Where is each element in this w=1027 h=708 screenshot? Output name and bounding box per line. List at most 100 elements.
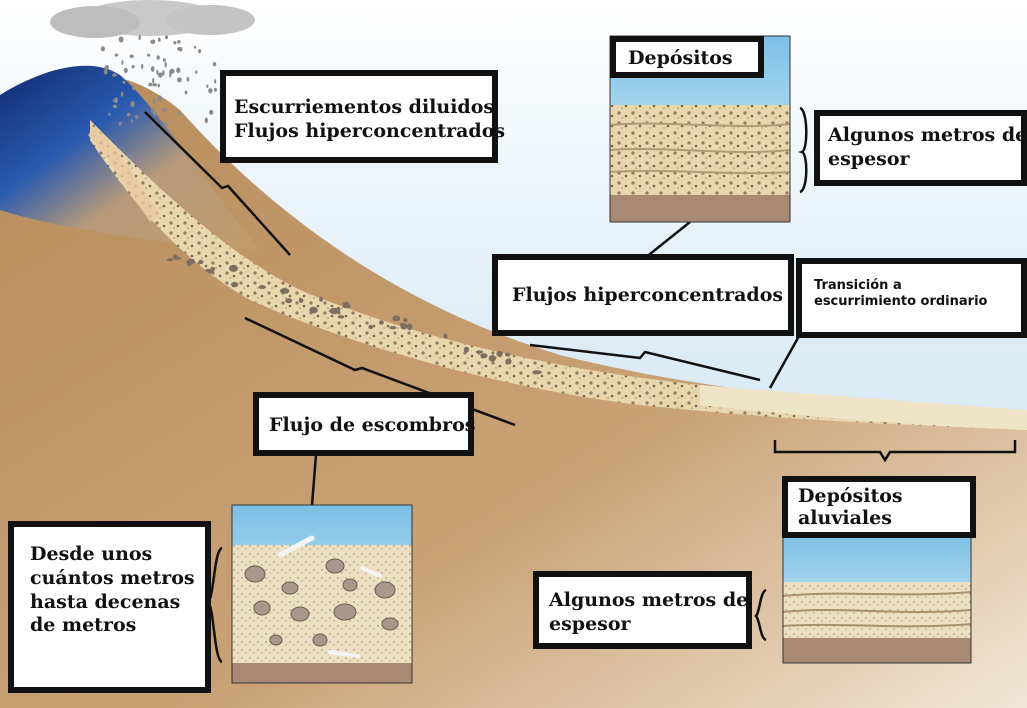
- rain-drop: [164, 62, 166, 67]
- rain-drop: [198, 49, 201, 53]
- rain-drop: [169, 72, 171, 78]
- rain-drop: [158, 38, 161, 42]
- label-debris-thickness-line4: de metros: [30, 614, 205, 638]
- flow-pebble: [342, 304, 351, 308]
- label-thickness-bottom: Algunos metros de espesor: [533, 571, 752, 649]
- rain-drop: [152, 78, 154, 84]
- flow-pebble: [379, 320, 384, 325]
- label-debris-thickness: Desde unos cuántos metros hasta decenas …: [8, 521, 211, 693]
- label-thickness-bottom-line2: espesor: [549, 613, 746, 637]
- flow-pebble: [400, 323, 407, 329]
- rain-drop: [147, 54, 150, 57]
- label-debris-thickness-line2: cuántos metros: [30, 567, 205, 591]
- rain-drop: [158, 84, 160, 88]
- deposit-box-debris: [232, 505, 412, 683]
- flow-pebble: [231, 282, 238, 287]
- rain-drop: [141, 64, 143, 70]
- rain-drop: [132, 65, 135, 68]
- label-transition-line1: Transición a: [814, 278, 1021, 294]
- flow-pebble: [392, 316, 400, 322]
- rain-drop: [101, 46, 105, 51]
- rain-drop: [152, 83, 157, 86]
- rain-drop: [163, 121, 167, 126]
- rain-drop: [213, 62, 216, 66]
- rain-drop: [135, 115, 139, 119]
- flow-pebble: [476, 350, 483, 353]
- flow-pebble: [259, 285, 266, 289]
- label-diluted-flows: Escurriementos diluidos Flujos hiperconc…: [220, 70, 498, 163]
- label-hyper-flows: Flujos hiperconcentrados: [492, 254, 794, 336]
- flow-pebble: [299, 298, 304, 303]
- rain-drop: [158, 72, 163, 77]
- rain-drop: [121, 92, 124, 97]
- rain-drop: [153, 99, 156, 105]
- rain-drop: [162, 108, 167, 111]
- rain-drop: [208, 88, 212, 93]
- flow-pebble: [188, 259, 195, 264]
- label-thickness-bottom-line1: Algunos metros de: [549, 589, 746, 613]
- flow-pebble: [229, 265, 238, 272]
- label-deposits-top-text: Depósitos: [628, 47, 758, 71]
- rain-drop: [127, 113, 130, 117]
- rain-drop: [121, 60, 123, 65]
- rain-drop: [131, 119, 133, 123]
- flow-pebble: [489, 355, 496, 362]
- flow-pebble: [338, 315, 345, 318]
- label-diluted-line2: Flujos hiperconcentrados: [234, 120, 492, 144]
- flow-pebble: [173, 254, 178, 258]
- label-alluvial-line1: Depósitos: [798, 486, 970, 508]
- rain-drop: [123, 81, 126, 84]
- rain-drop: [151, 66, 155, 72]
- flow-pebble: [319, 297, 323, 302]
- rain-drop: [195, 70, 197, 74]
- rain-drop: [185, 91, 188, 95]
- flow-pebble: [532, 370, 542, 374]
- rain-drop: [209, 110, 213, 115]
- rain-drop: [105, 65, 108, 71]
- flow-pebble: [407, 323, 413, 330]
- rain-drop: [165, 35, 168, 39]
- flow-pebble: [205, 269, 214, 272]
- rain-drop: [176, 68, 180, 73]
- label-debris-thickness-line3: hasta decenas: [30, 591, 205, 615]
- flow-pebble: [443, 334, 447, 339]
- flow-pebble: [505, 358, 511, 364]
- flow-pebble: [505, 353, 510, 357]
- flow-pebble: [167, 258, 174, 261]
- flow-pebble: [389, 326, 396, 329]
- label-alluvial-line2: aluviales: [798, 508, 970, 530]
- rain-drop: [205, 117, 208, 123]
- rain-drop: [194, 46, 196, 49]
- rain-drop: [177, 40, 180, 44]
- rain-drop: [214, 79, 216, 83]
- label-deposits-top: Depósitos: [610, 36, 764, 78]
- flow-pebble: [480, 353, 487, 358]
- rain-drop: [108, 113, 110, 116]
- label-hyper-flows-text: Flujos hiperconcentrados: [512, 284, 788, 308]
- rain-drop: [206, 85, 208, 88]
- rain-drop: [177, 47, 181, 51]
- deposit-box-alluvial: [783, 535, 971, 663]
- flow-pebble: [329, 310, 338, 313]
- rain-drop: [150, 40, 155, 45]
- label-debris-flow-text: Flujo de escombros: [269, 414, 468, 438]
- label-diluted-line1: Escurriementos diluidos: [234, 96, 492, 120]
- rain-drop: [163, 58, 166, 62]
- flow-pebble: [464, 347, 469, 353]
- rain-drop: [132, 85, 134, 90]
- flow-pebble: [368, 325, 373, 329]
- label-thickness-top-line1: Algunos metros de: [828, 124, 1021, 148]
- label-debris-thickness-line1: Desde unos: [30, 543, 205, 567]
- label-thickness-top-line2: espesor: [828, 148, 1021, 172]
- flow-pebble: [280, 288, 289, 294]
- label-debris-flow: Flujo de escombros: [253, 392, 474, 456]
- rain-drop: [114, 97, 118, 103]
- flow-pebble: [403, 318, 408, 322]
- flow-pebble: [285, 298, 292, 303]
- rain-drop: [177, 77, 182, 82]
- label-alluvial: Depósitos aluviales: [782, 476, 976, 538]
- rain-drop: [187, 77, 190, 82]
- rain-drop: [119, 37, 121, 40]
- rain-drop: [173, 41, 176, 44]
